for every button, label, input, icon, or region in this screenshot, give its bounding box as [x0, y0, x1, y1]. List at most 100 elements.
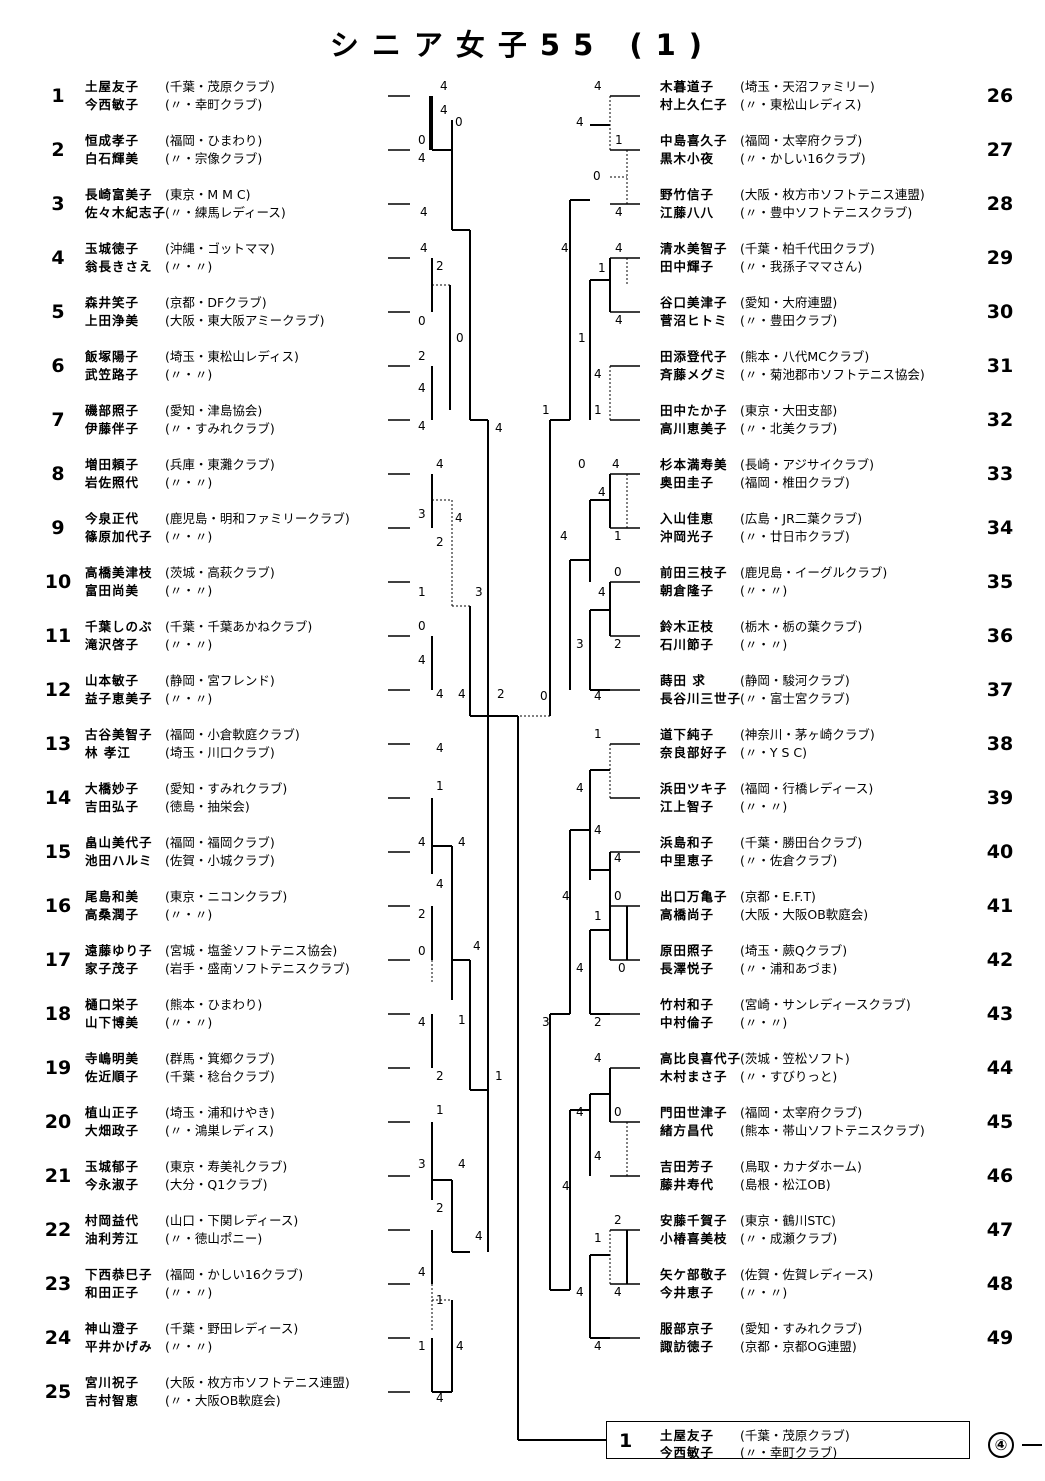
match-score: 4: [418, 653, 426, 667]
player-name: 遠藤ゆり子: [85, 943, 153, 958]
match-score: 0: [593, 169, 601, 183]
match-score: 4: [612, 457, 620, 471]
player-name: 油利芳江: [85, 1231, 140, 1246]
entry-number: 33: [986, 463, 1014, 485]
player-name: 佐々木紀志子: [85, 205, 167, 220]
affiliation: (静岡・宮フレンド): [165, 673, 275, 688]
affiliation: (〃・東松山レディス): [740, 97, 862, 112]
match-score: 4: [440, 79, 448, 93]
match-score: 4: [560, 529, 568, 543]
entry-number: 31: [986, 355, 1014, 377]
player-name: 家子茂子: [85, 961, 140, 976]
match-score: 4: [418, 419, 426, 433]
player-name: 今井恵子: [660, 1285, 715, 1300]
result-dash: [1022, 1444, 1042, 1446]
entry-number: 17: [44, 949, 72, 971]
player-name: 武笠路子: [85, 367, 140, 382]
affiliation: (茨城・笠松ソフト): [740, 1051, 850, 1066]
player-name: 野竹信子: [660, 187, 715, 202]
match-score: 2: [614, 1213, 622, 1227]
affiliation: (〃・〃): [165, 259, 213, 274]
player-name: 木村まさ子: [660, 1069, 728, 1084]
affiliation: (千葉・勝田台クラブ): [740, 835, 863, 850]
entry-number: 20: [44, 1111, 72, 1133]
player-name: 谷口美津子: [660, 295, 728, 310]
match-score: 3: [576, 637, 584, 651]
entry-number: 30: [986, 301, 1014, 323]
affiliation: (京都・京都OG連盟): [740, 1339, 857, 1354]
affiliation: (長崎・アジサイクラブ): [740, 457, 875, 472]
player-name: 木暮道子: [660, 79, 715, 94]
player-name: 尾島和美: [85, 889, 140, 904]
match-score: 1: [594, 909, 602, 923]
match-score: 4: [614, 1285, 622, 1299]
entry-number: 11: [44, 625, 72, 647]
match-score: 0: [456, 331, 464, 345]
player-name: 古谷美智子: [85, 727, 153, 742]
affiliation: (東京・鶴川STC): [740, 1213, 836, 1228]
player-name: 朝倉隆子: [660, 583, 715, 598]
affiliation: (〃・練馬レディース): [165, 205, 286, 220]
match-score: 4: [495, 421, 503, 435]
affiliation: (徳島・抽栄会): [165, 799, 250, 814]
match-score: 1: [436, 779, 444, 793]
match-score: 4: [420, 205, 428, 219]
affiliation: (愛知・すみれクラブ): [165, 781, 288, 796]
entry-number: 19: [44, 1057, 72, 1079]
match-score: 4: [418, 835, 426, 849]
entry-number: 16: [44, 895, 72, 917]
affiliation: (茨城・高萩クラブ): [165, 565, 275, 580]
match-score: 4: [455, 511, 463, 525]
match-score: 4: [436, 1391, 444, 1405]
player-name: 大橋妙子: [85, 781, 140, 796]
affiliation: (宮城・塩釜ソフトテニス協会): [165, 943, 338, 958]
affiliation: (〃・〃): [165, 907, 213, 922]
affiliation: (大阪・大阪OB軟庭会): [740, 907, 869, 922]
match-score: 0: [614, 1105, 622, 1119]
affiliation: (福岡・ひまわり): [165, 133, 263, 148]
affiliation: (〃・〃): [740, 583, 788, 598]
player-name: 滝沢啓子: [85, 637, 140, 652]
affiliation: (京都・DFクラブ): [165, 295, 267, 310]
player-name: 出口万亀子: [660, 889, 728, 904]
player-name: 中島喜久子: [660, 133, 728, 148]
player-name: 前田三枝子: [660, 565, 728, 580]
match-score: 2: [614, 637, 622, 651]
entry-number: 45: [986, 1111, 1014, 1133]
match-score: 2: [594, 1015, 602, 1029]
match-score: 4: [458, 835, 466, 849]
match-score: 1: [418, 1339, 426, 1353]
entry-number: 21: [44, 1165, 72, 1187]
match-score: 4: [418, 381, 426, 395]
player-name: 江上智子: [660, 799, 715, 814]
match-score: 3: [418, 1157, 426, 1171]
winner-box: 1 土屋友子(千葉・茂原クラブ) 今西敏子(〃・幸町クラブ): [606, 1421, 970, 1460]
entry-number: 41: [986, 895, 1014, 917]
affiliation: (鳥取・カナダホーム): [740, 1159, 862, 1174]
player-name: 長崎富美子: [85, 187, 153, 202]
entry-number: 5: [51, 301, 65, 323]
affiliation: (愛知・大府連盟): [740, 295, 838, 310]
match-score: 4: [594, 823, 602, 837]
player-name: 玉城郁子: [85, 1159, 140, 1174]
player-name: 玉城徳子: [85, 241, 140, 256]
affiliation: (〃・〃): [165, 583, 213, 598]
player-name: 山本敏子: [85, 673, 140, 688]
match-score: 1: [598, 261, 606, 275]
player-name: 樋口栄子: [85, 997, 140, 1012]
entry-number: 32: [986, 409, 1014, 431]
winner-player-1: 土屋友子: [660, 1428, 715, 1443]
affiliation: (鹿児島・イーグルクラブ): [740, 565, 888, 580]
affiliation: (〃・〃): [740, 637, 788, 652]
player-name: 佐近順子: [85, 1069, 140, 1084]
match-score: 4: [456, 1339, 464, 1353]
player-name: 田中輝子: [660, 259, 715, 274]
match-score: 4: [594, 79, 602, 93]
match-score: 2: [497, 687, 505, 701]
match-score: 4: [436, 741, 444, 755]
player-name: 神山澄子: [85, 1321, 140, 1336]
affiliation: (沖縄・ゴットママ): [165, 241, 275, 256]
player-name: 浜島和子: [660, 835, 715, 850]
match-score: 1: [615, 133, 623, 147]
match-score: 1: [578, 331, 586, 345]
